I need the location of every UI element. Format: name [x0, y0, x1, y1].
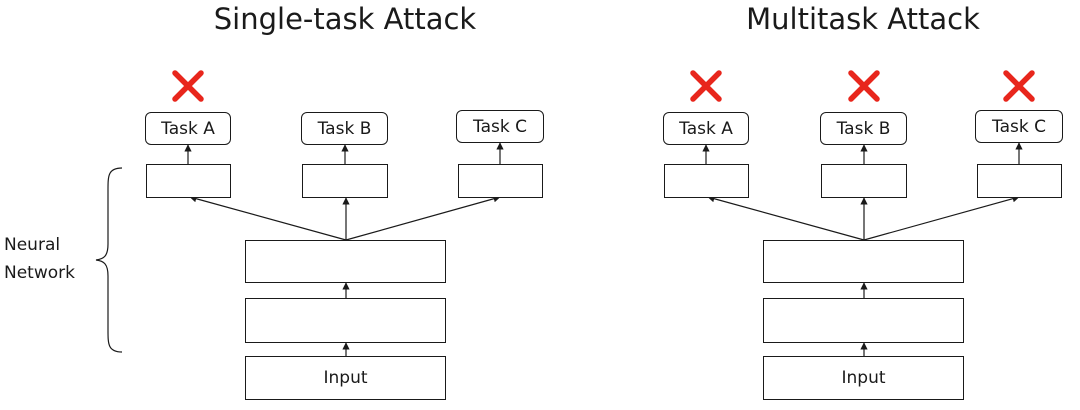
shared-layer-bottom-right [763, 298, 964, 343]
task-label-a-right: Task A [679, 118, 733, 139]
neural-network-label-line1: Neural [4, 235, 61, 255]
neural-network-label-line2: Network [4, 263, 75, 283]
cross-mark-icon [1003, 70, 1035, 102]
task-label-a-left: Task A [161, 118, 215, 139]
input-label-left: Input [323, 368, 368, 388]
task-box-c-left: Task C [456, 110, 544, 143]
input-box-left: Input [245, 356, 446, 400]
head-layer-c-left [458, 164, 543, 198]
task-label-c-right: Task C [992, 116, 1046, 137]
shared-layer-top-left [245, 240, 446, 283]
task-label-c-left: Task C [473, 116, 527, 137]
cross-mark-icon [848, 70, 880, 102]
panel-title-multitask: Multitask Attack [746, 2, 980, 36]
task-box-b-left: Task B [301, 112, 388, 145]
head-layer-a-right [664, 164, 749, 198]
task-label-b-right: Task B [836, 118, 891, 139]
arrow-shared-to-head-a-left [189, 195, 347, 241]
neural-network-brace [95, 167, 123, 353]
arrow-shared-to-head-c-right [863, 195, 1020, 241]
neural-network-label: Neural Network [4, 231, 75, 287]
task-box-a-left: Task A [145, 112, 231, 145]
cross-mark-icon [690, 70, 722, 102]
head-layer-b-right [821, 164, 907, 198]
head-layer-a-left [146, 164, 231, 198]
shared-layer-top-right [763, 240, 964, 283]
task-box-a-right: Task A [663, 112, 749, 145]
arrow-shared-to-head-c-left [345, 195, 501, 241]
head-layer-c-right [977, 164, 1062, 198]
task-box-b-right: Task B [820, 112, 907, 145]
arrow-shared-to-head-a-right [707, 195, 865, 241]
shared-layer-bottom-left [245, 298, 446, 343]
panel-title-single-task: Single-task Attack [213, 2, 477, 36]
head-layer-b-left [302, 164, 388, 198]
task-label-b-left: Task B [317, 118, 372, 139]
input-box-right: Input [763, 356, 964, 400]
cross-mark-icon [172, 70, 204, 102]
input-label-right: Input [841, 368, 886, 388]
task-box-c-right: Task C [975, 110, 1063, 143]
